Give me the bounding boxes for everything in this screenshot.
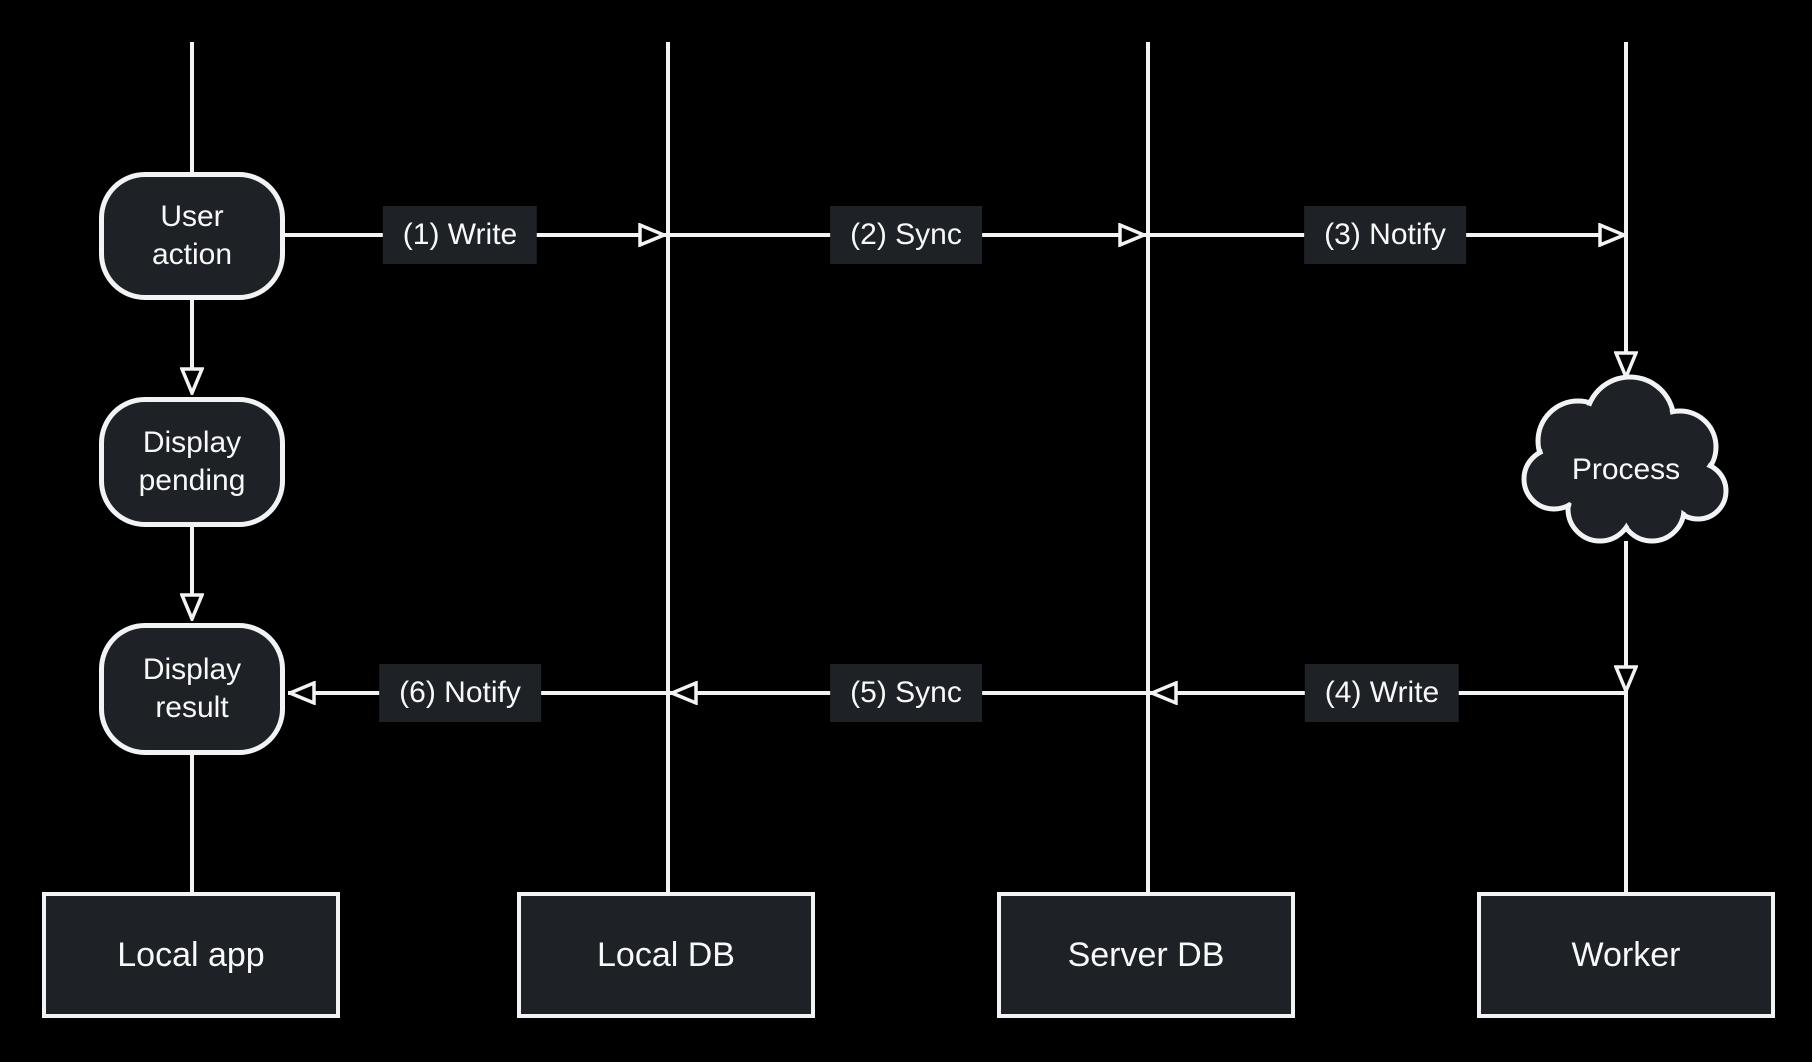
edge-user-action-to-display-pending xyxy=(190,300,194,393)
arrowhead-down-from-process-cloud xyxy=(1614,665,1638,693)
lane-box-server-db-label: Server DB xyxy=(1067,935,1225,974)
message-label-5-sync: (5) Sync xyxy=(830,664,982,722)
arrowhead-down-to-display-pending xyxy=(180,367,204,395)
lifeline-worker-bottom xyxy=(1624,541,1628,892)
lifeline-worker-top xyxy=(1624,42,1628,377)
edge-display-pending-to-display-result xyxy=(190,527,194,619)
lane-box-worker: Worker xyxy=(1477,892,1775,1018)
node-display-pending-label: Display pending xyxy=(138,426,246,497)
lane-box-local-db-label: Local DB xyxy=(597,935,735,974)
arrowhead-left-6 xyxy=(288,681,316,705)
lifeline-server-db xyxy=(1146,42,1150,892)
message-label-3-notify: (3) Notify xyxy=(1304,206,1466,264)
lifeline-local-db xyxy=(666,42,670,892)
lifeline-local-app-top xyxy=(190,42,194,172)
node-display-pending: Display pending xyxy=(99,397,285,527)
edge-display-result-to-local-app-box xyxy=(190,755,194,892)
node-display-result-label: Display result xyxy=(142,653,242,724)
lane-box-local-app-label: Local app xyxy=(117,935,265,974)
arrowhead-down-to-process-cloud xyxy=(1614,351,1638,379)
message-label-2-sync: (2) Sync xyxy=(830,206,982,264)
lane-box-local-db: Local DB xyxy=(517,892,815,1018)
arrowhead-right-3 xyxy=(1598,223,1626,247)
arrowhead-left-4 xyxy=(1150,681,1178,705)
arrowhead-right-1 xyxy=(638,223,666,247)
lane-box-server-db: Server DB xyxy=(997,892,1295,1018)
arrowhead-down-to-display-result xyxy=(180,593,204,621)
arrowhead-left-5 xyxy=(670,681,698,705)
node-display-result: Display result xyxy=(99,623,285,755)
message-label-6-notify: (6) Notify xyxy=(379,664,541,722)
message-label-1-write: (1) Write xyxy=(382,206,538,264)
message-label-4-write: (4) Write xyxy=(1304,664,1460,722)
node-user-action: User action xyxy=(99,172,285,300)
arrowhead-right-2 xyxy=(1118,223,1146,247)
lane-box-local-app: Local app xyxy=(42,892,340,1018)
process-cloud-shape: Process xyxy=(1521,374,1729,544)
lane-box-worker-label: Worker xyxy=(1571,935,1681,974)
process-cloud-label: Process xyxy=(1572,453,1680,486)
node-user-action-label: User action xyxy=(151,200,233,271)
